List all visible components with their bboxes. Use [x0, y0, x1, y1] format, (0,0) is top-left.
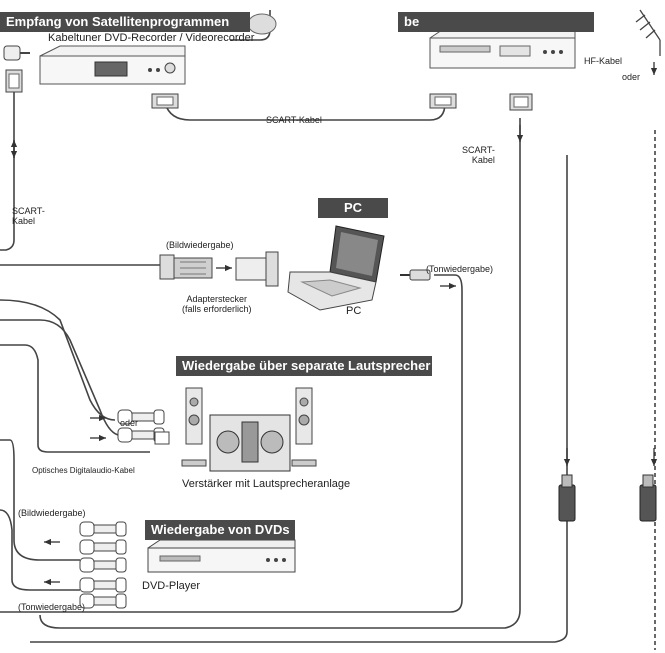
dvd-recorder-icon [39, 45, 186, 85]
header-speakers: Wiedergabe über separate Lautsprecher [176, 356, 432, 376]
sound-playback-label: (Tonwiedergabe) [426, 264, 494, 274]
rca-plug-icon [79, 593, 127, 609]
dvd-player-label: DVD-Player [142, 580, 201, 592]
recorder-label: Kabeltuner DVD-Recorder / Videorecorder [48, 32, 255, 44]
header-satellite: Empfang von Satellitenprogrammen [0, 12, 250, 32]
image-playback-label-2: (Bildwiedergabe) [18, 508, 86, 518]
scart-cable-left-label: SCART- Kabel [12, 206, 45, 226]
speaker-icon [291, 387, 317, 467]
scart-plug-icon [5, 69, 23, 93]
scart-plug-icon [509, 93, 533, 111]
rca-plug-icon [79, 557, 127, 573]
adapter-plug-icon [235, 251, 279, 287]
dvd-player-icon [147, 539, 296, 573]
adapter-label: Adapterstecker (falls erforderlich) [182, 294, 252, 314]
pc-label: PC [346, 305, 362, 317]
scart-cable-mid-label: SCART-Kabel [266, 115, 322, 125]
audio-jack-icon [400, 269, 431, 281]
tv-antenna-icon [635, 9, 661, 56]
rca-plug-icon [79, 539, 127, 555]
coax-plug-icon [639, 474, 657, 522]
vga-connector-icon [159, 254, 213, 280]
stereo-system-icon [209, 414, 291, 472]
speaker-icon [181, 387, 207, 467]
scart-cable-right-label: SCART- Kabel [462, 145, 495, 165]
scart-plug-icon [151, 93, 179, 109]
rca-plug-icon [79, 521, 127, 537]
optical-plug-icon [154, 431, 170, 445]
coax-plug-icon [3, 45, 30, 61]
hf-cable-label: HF-Kabel [584, 56, 623, 66]
header-dvd: Wiedergabe von DVDs [145, 520, 295, 540]
coax-plug-icon [558, 474, 576, 522]
vcr-icon [429, 27, 576, 69]
amplifier-label: Verstärker mit Lautsprecheranlage [182, 478, 351, 490]
cables [0, 10, 656, 650]
or-label-mid: oder [120, 418, 139, 428]
sound-playback-label-2: (Tonwiedergabe) [18, 602, 86, 612]
rca-plug-icon [117, 409, 165, 425]
scart-plug-icon [429, 93, 457, 109]
image-playback-label: (Bildwiedergabe) [166, 240, 234, 250]
or-label-top: oder [622, 72, 641, 82]
laptop-icon [287, 225, 385, 311]
rca-plug-icon [79, 577, 127, 593]
header-pc: PC [318, 198, 388, 218]
header-satellite-continued: be [398, 12, 594, 32]
satellite-dish-icon [247, 13, 277, 35]
optical-cable-label: Optisches Digitalaudio-Kabel [32, 466, 135, 475]
